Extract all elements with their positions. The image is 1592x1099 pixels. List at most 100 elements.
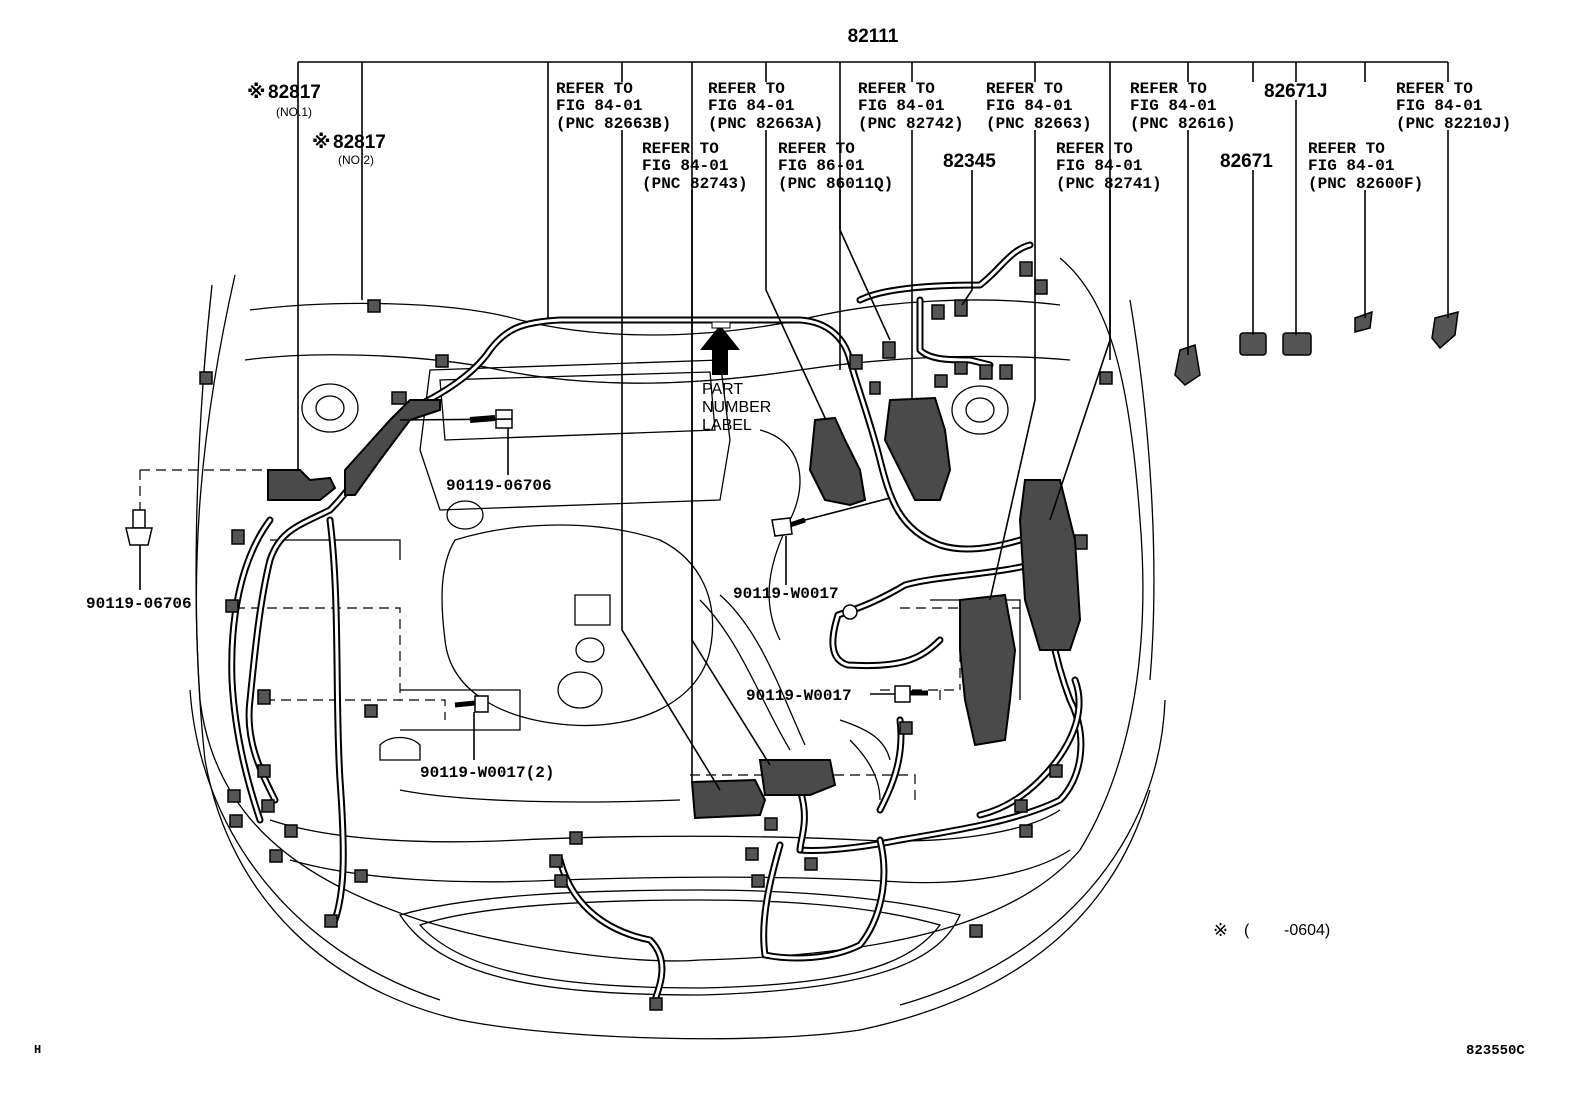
connector-icon xyxy=(1074,534,1088,550)
refer-82742: REFER TO FIG 84-01 (PNC 82742) xyxy=(858,80,964,133)
svg-text:(PNC 86011Q): (PNC 86011Q) xyxy=(778,175,893,193)
connector-icon xyxy=(1034,279,1048,295)
bracket-82817-no2 xyxy=(344,399,441,496)
part-number-label-line2: NUMBER xyxy=(702,399,771,416)
bolt-icon xyxy=(894,685,928,703)
connector-icon xyxy=(549,854,563,868)
svg-text:REFER TO: REFER TO xyxy=(986,80,1063,98)
connector-icon xyxy=(869,381,881,395)
svg-text:FIG 84-01: FIG 84-01 xyxy=(708,97,794,115)
connector-icon xyxy=(199,371,213,385)
labels: 82111 ※ 82817 (NO.1) ※ 82817 (NO.2) REFE… xyxy=(34,26,1525,1059)
svg-text:REFER TO: REFER TO xyxy=(1308,140,1385,158)
connector-icon xyxy=(367,299,381,313)
connector-82210j-icon xyxy=(1431,310,1459,350)
bolt-icon xyxy=(125,509,153,546)
connector-icon xyxy=(1014,799,1028,813)
connector-icon xyxy=(1049,764,1063,778)
sub-82817-no2: (NO.2) xyxy=(338,153,374,167)
up-arrow-icon xyxy=(700,325,740,375)
bracket-82817-no1 xyxy=(267,469,337,501)
connector-82671j-icon xyxy=(1282,332,1312,356)
connector-icon xyxy=(934,374,948,388)
fuse-block xyxy=(758,759,837,796)
bolt-label-90119-w0017-upper: 90119-W0017 xyxy=(733,585,839,603)
refer-86011q: REFER TO FIG 86-01 (PNC 86011Q) xyxy=(778,140,893,193)
svg-text:FIG 84-01: FIG 84-01 xyxy=(1130,97,1216,115)
svg-text:REFER TO: REFER TO xyxy=(1396,80,1473,98)
connector-icon xyxy=(229,814,243,828)
refer-82600f: REFER TO FIG 84-01 (PNC 82600F) xyxy=(1308,140,1423,193)
loose-parts xyxy=(1174,310,1459,386)
part-number-label-line1: PART xyxy=(702,381,743,398)
connector-icon xyxy=(969,924,983,938)
relay-block-far-right xyxy=(1018,479,1082,651)
part-number-82671j: 82671J xyxy=(1264,81,1327,102)
refer-82663b: REFER TO FIG 84-01 (PNC 82663B) xyxy=(556,80,671,133)
svg-text:(PNC 82210J): (PNC 82210J) xyxy=(1396,115,1511,133)
svg-text:FIG 84-01: FIG 84-01 xyxy=(1308,157,1394,175)
sub-82817-no1: (NO.1) xyxy=(276,105,312,119)
leader-lines xyxy=(139,61,1449,791)
refer-82743: REFER TO FIG 84-01 (PNC 82743) xyxy=(642,140,748,193)
figure-code: 823550C xyxy=(1466,1043,1525,1059)
svg-text:(PNC 82742): (PNC 82742) xyxy=(858,115,964,133)
svg-text:FIG 84-01: FIG 84-01 xyxy=(858,97,944,115)
svg-text:(PNC 82600F): (PNC 82600F) xyxy=(1308,175,1423,193)
connector-icon xyxy=(954,299,968,317)
svg-text:FIG 84-01: FIG 84-01 xyxy=(556,97,642,115)
bolt-label-90119-w0017-right: 90119-W0017 xyxy=(746,687,852,705)
bolt-icon xyxy=(771,517,806,537)
connector-82616-icon xyxy=(1174,344,1201,386)
connector-82600f-icon xyxy=(1354,310,1373,333)
connector-icon xyxy=(745,847,759,861)
connector-icon xyxy=(257,764,271,778)
part-number-82345: 82345 xyxy=(943,151,996,172)
connector-icon xyxy=(554,874,568,888)
part-number-82817-no2: 82817 xyxy=(333,132,386,153)
svg-text:REFER TO: REFER TO xyxy=(642,140,719,158)
svg-text:REFER TO: REFER TO xyxy=(556,80,633,98)
svg-text:(PNC 82663): (PNC 82663) xyxy=(986,115,1092,133)
refer-82616: REFER TO FIG 84-01 (PNC 82616) xyxy=(1130,80,1236,133)
corner-left-code: H xyxy=(34,1043,41,1057)
connector-icon xyxy=(849,354,863,370)
note-mark: ※ xyxy=(1213,920,1228,940)
relay-block-right xyxy=(883,396,952,501)
part-number-label-callout: PART NUMBER LABEL xyxy=(700,321,771,434)
connector-icon xyxy=(227,789,241,803)
connector-icon xyxy=(354,869,368,883)
svg-text:FIG 84-01: FIG 84-01 xyxy=(1056,157,1142,175)
connector-icon xyxy=(257,689,271,705)
engine-wire-harness xyxy=(228,241,1085,1004)
mark-82817-no2: ※ xyxy=(312,132,330,153)
bolts xyxy=(125,409,928,713)
connector-icon xyxy=(261,799,275,813)
connector-icon xyxy=(649,997,663,1011)
connector-icon xyxy=(1019,824,1033,838)
connector-icon xyxy=(931,304,945,320)
mark-82817-no1: ※ xyxy=(247,82,265,103)
connector-82671-icon xyxy=(1239,332,1267,356)
part-number-82671: 82671 xyxy=(1220,151,1273,172)
component-blocks xyxy=(267,396,1082,820)
bolt-label-90119-w0017-2: 90119-W0017(2) xyxy=(420,764,554,782)
refer-82663a: REFER TO FIG 84-01 (PNC 82663A) xyxy=(708,80,823,133)
svg-text:(PNC 82616): (PNC 82616) xyxy=(1130,115,1236,133)
svg-text:(PNC 82741): (PNC 82741) xyxy=(1056,175,1162,193)
refer-82663: REFER TO FIG 84-01 (PNC 82663) xyxy=(986,80,1092,133)
connector-icon xyxy=(269,849,283,863)
svg-text:FIG 84-01: FIG 84-01 xyxy=(986,97,1072,115)
refer-82210j: REFER TO FIG 84-01 (PNC 82210J) xyxy=(1396,80,1511,133)
connector-icon xyxy=(324,914,338,928)
svg-text:REFER TO: REFER TO xyxy=(1056,140,1133,158)
svg-text:FIG 86-01: FIG 86-01 xyxy=(778,157,864,175)
note-code: -0604) xyxy=(1284,922,1330,939)
part-number-82111: 82111 xyxy=(848,26,899,47)
harness-connectors xyxy=(199,261,1113,1011)
bolt-label-90119-06706-left: 90119-06706 xyxy=(86,595,192,613)
svg-text:(PNC 82743): (PNC 82743) xyxy=(642,175,748,193)
svg-text:FIG 84-01: FIG 84-01 xyxy=(1396,97,1482,115)
connector-icon xyxy=(391,391,407,405)
